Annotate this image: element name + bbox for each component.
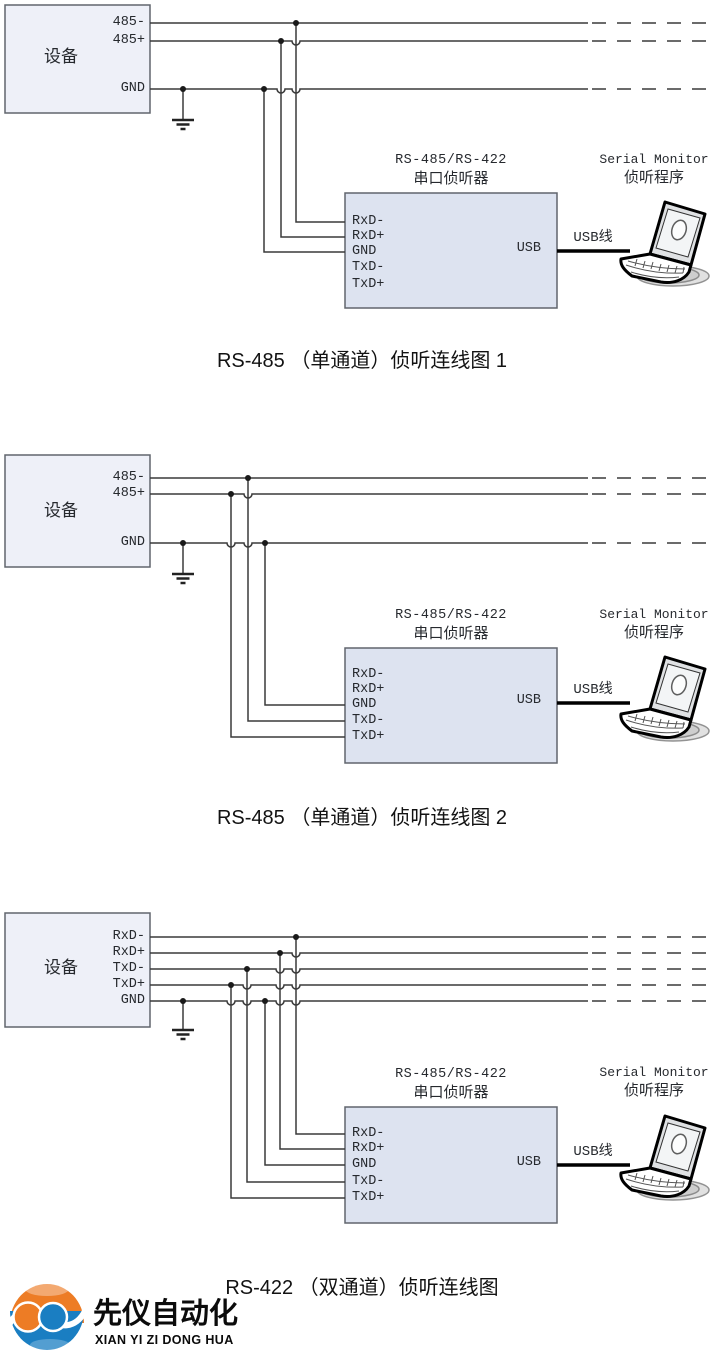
device-pin-label: 485+ xyxy=(112,33,145,48)
diagram-2-caption: RS-485 （单通道）侦听连线图 2 xyxy=(216,807,508,829)
wire-drop-485minus xyxy=(295,23,345,223)
device-pin-label: GND xyxy=(120,993,145,1008)
wire-drop-485plus xyxy=(280,41,345,238)
listener-pin-label: GND xyxy=(352,244,377,259)
listener-pin-label: RxD- xyxy=(352,214,385,229)
device-pin-label: 485- xyxy=(112,470,145,485)
listener-pin-label: RxD- xyxy=(352,667,385,682)
diagram-1-wiring xyxy=(4,4,712,309)
serial-monitor-subtitle: 侦听程序 xyxy=(623,1081,685,1099)
wire-485plus xyxy=(150,40,588,46)
wire-gnd xyxy=(150,1000,588,1006)
junction-dots xyxy=(180,475,268,546)
junction-dots xyxy=(180,20,299,92)
listener-pin-label: RxD- xyxy=(352,1126,385,1141)
listener-title: RS-485/RS-422 xyxy=(395,608,507,623)
laptop-icon xyxy=(619,1114,711,1202)
device-box xyxy=(4,912,151,1028)
wire-gnd xyxy=(150,542,588,548)
listener-title: RS-485/RS-422 xyxy=(395,153,507,168)
diagram-2-wiring xyxy=(4,454,712,764)
company-logo-icon xyxy=(6,1282,88,1351)
listener-title: RS-485/RS-422 xyxy=(395,1067,507,1082)
wire-txd-plus xyxy=(150,984,588,990)
listener-pin-label: TxD- xyxy=(352,713,385,728)
wire-drop-rxd-minus xyxy=(295,937,345,1135)
device-box xyxy=(4,454,151,568)
wire-drop-gnd xyxy=(263,89,345,253)
wire-drop-txd-minus xyxy=(246,969,345,1183)
wire-dashed-continuation xyxy=(592,22,712,90)
wire-dashed-continuation xyxy=(592,477,712,544)
listener-pin-label: TxD+ xyxy=(352,1190,385,1205)
laptop-icon xyxy=(619,200,711,288)
diagram-3-wiring xyxy=(4,912,712,1224)
wire-rxd-plus xyxy=(150,952,588,958)
listener-subtitle: 串口侦听器 xyxy=(413,624,489,642)
device-pin-label: RxD- xyxy=(112,929,145,944)
listener-pin-label: TxD- xyxy=(352,1174,385,1189)
device-label: 设备 xyxy=(44,47,78,67)
serial-monitor-title: Serial Monitor xyxy=(599,152,709,167)
device-pin-label: 485+ xyxy=(112,486,145,501)
serial-monitor-subtitle: 侦听程序 xyxy=(623,168,685,186)
usb-port-label: USB xyxy=(516,241,541,256)
diagram-1-caption: RS-485 （单通道）侦听连线图 1 xyxy=(216,350,508,372)
listener-pin-label: RxD+ xyxy=(352,1141,385,1156)
serial-monitor-title: Serial Monitor xyxy=(599,607,709,622)
wire-drop-txd-plus xyxy=(230,985,345,1199)
wire-txd-minus xyxy=(150,968,588,974)
usb-cable-label: USB线 xyxy=(573,1144,613,1160)
device-pin-label: TxD- xyxy=(112,961,145,976)
serial-monitor-subtitle: 侦听程序 xyxy=(623,623,685,641)
laptop-icon xyxy=(619,655,711,743)
listener-pin-label: GND xyxy=(352,697,377,712)
wire-drop-gnd xyxy=(264,1001,345,1166)
device-pin-label: 485- xyxy=(112,15,145,30)
listener-box xyxy=(344,647,558,764)
listener-box xyxy=(344,192,558,309)
listener-pin-label: TxD+ xyxy=(352,277,385,292)
usb-cable-label: USB线 xyxy=(573,682,613,698)
device-pin-label: GND xyxy=(120,535,145,550)
listener-pin-label: TxD- xyxy=(352,260,385,275)
ground-icon xyxy=(170,118,196,131)
ground-icon xyxy=(170,572,196,585)
ground-icon xyxy=(170,1028,196,1041)
device-pin-label: GND xyxy=(120,81,145,96)
listener-pin-label: TxD+ xyxy=(352,729,385,744)
wire-drop-rxd-plus xyxy=(279,953,345,1150)
wire-drop-gnd xyxy=(264,543,345,706)
wire-485plus xyxy=(150,493,588,499)
listener-pin-label: RxD+ xyxy=(352,229,385,244)
listener-subtitle: 串口侦听器 xyxy=(413,169,489,187)
listener-box xyxy=(344,1106,558,1224)
usb-port-label: USB xyxy=(516,693,541,708)
diagram-3-caption: RS-422 （双通道）侦听连线图 xyxy=(225,1277,499,1299)
device-label: 设备 xyxy=(44,501,78,521)
wire-drop-485plus xyxy=(230,494,345,738)
serial-monitor-title: Serial Monitor xyxy=(599,1065,709,1080)
company-logo-subtitle: XIAN YI ZI DONG HUA xyxy=(95,1333,234,1347)
device-pin-label: RxD+ xyxy=(112,945,145,960)
listener-subtitle: 串口侦听器 xyxy=(413,1083,489,1101)
junction-dots xyxy=(180,934,299,1004)
wire-dashed-continuation xyxy=(592,936,712,1002)
usb-cable-label: USB线 xyxy=(573,230,613,246)
wire-gnd xyxy=(150,88,588,94)
device-box xyxy=(4,4,151,114)
listener-pin-label: RxD+ xyxy=(352,682,385,697)
company-logo-name: 先仪自动化 xyxy=(93,1298,239,1330)
device-label: 设备 xyxy=(44,958,78,978)
wire-drop-485minus xyxy=(247,478,345,722)
listener-pin-label: GND xyxy=(352,1157,377,1172)
device-pin-label: TxD+ xyxy=(112,977,145,992)
usb-port-label: USB xyxy=(516,1155,541,1170)
